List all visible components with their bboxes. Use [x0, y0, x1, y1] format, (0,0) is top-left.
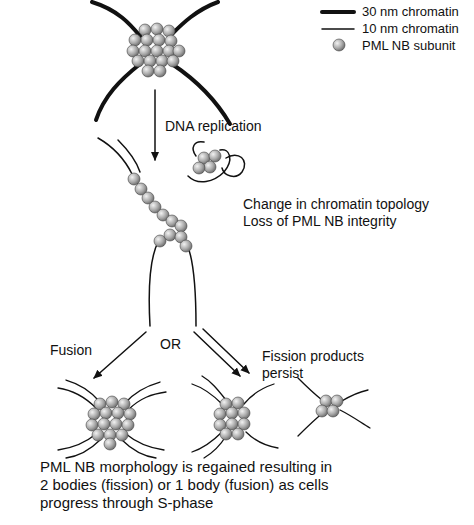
chromatin-10nm — [66, 380, 100, 402]
chromatin-10nm — [246, 432, 278, 448]
pml-subunit — [193, 162, 205, 174]
pml-subunit — [116, 429, 128, 441]
pml-subunit — [142, 65, 154, 77]
pml-subunit — [180, 240, 192, 252]
pml-subunit — [175, 220, 187, 232]
pml-subunit — [132, 55, 144, 67]
process-arrow — [154, 90, 156, 160]
chromatin-10nm — [98, 138, 132, 174]
note-text: Change in chromatin topology — [243, 196, 473, 213]
pml-subunit — [327, 405, 339, 417]
chromatin-10nm — [340, 390, 368, 402]
pml-subunit — [110, 418, 122, 430]
pml-subunit — [100, 407, 112, 419]
chromatin-10nm — [66, 440, 100, 458]
legend-thick-line — [322, 10, 354, 14]
chromatin-30nm — [96, 64, 140, 120]
note-text: Loss of PML NB integrity — [243, 213, 473, 230]
chromatin-30nm — [92, 2, 140, 36]
connector-word: OR — [160, 336, 200, 353]
chromatin-10nm — [192, 432, 222, 452]
pml-subunit — [88, 408, 100, 420]
pml-subunit — [167, 55, 179, 67]
chromatin-10nm — [186, 242, 196, 326]
legend-text: 30 nm chromatin — [362, 4, 472, 20]
chromatin-10nm — [222, 155, 245, 176]
pml-subunit — [238, 407, 250, 419]
chromatin-10nm — [192, 384, 222, 404]
pml-subunit — [209, 150, 221, 162]
pml-subunit — [151, 23, 163, 35]
pml-subunit — [129, 34, 141, 46]
chromatin-10nm — [58, 388, 96, 408]
chromatin-10nm — [244, 384, 274, 404]
chromatin-10nm — [298, 378, 322, 400]
pml-subunit — [154, 65, 166, 77]
pml-subunit — [153, 34, 165, 46]
pml-subunit — [106, 396, 118, 408]
chromatin-10nm — [122, 440, 156, 458]
pml-subunit — [316, 405, 328, 417]
legend-text: PML NB subunit — [362, 38, 472, 54]
chromatin-10nm — [124, 382, 160, 404]
pml-subunit — [164, 229, 176, 241]
legend-text: 10 nm chromatin — [362, 21, 472, 37]
chromatin-10nm — [202, 376, 226, 400]
pml-subunit — [104, 438, 116, 450]
process-arrow — [203, 329, 249, 373]
process-arrow — [94, 332, 146, 378]
pml-subunit — [98, 418, 110, 430]
pml-subunit — [92, 429, 104, 441]
pml-subunit — [226, 407, 238, 419]
chromatin-10nm — [118, 140, 140, 172]
pml-subunit — [214, 408, 226, 420]
pml-subunit — [232, 428, 244, 440]
outcome-label: Fission products persist — [262, 348, 387, 382]
pml-subunit — [128, 173, 140, 185]
pml-subunit — [112, 407, 124, 419]
chromatin-10nm — [149, 242, 158, 326]
pml-subunit — [141, 34, 153, 46]
legend-subunit — [333, 39, 345, 51]
chromatin-10nm — [128, 392, 166, 410]
process-arrow — [194, 332, 240, 376]
summary-text: PML NB morphology is regained resulting … — [40, 458, 336, 512]
legend-thin-line — [322, 28, 354, 30]
pml-subunit — [220, 428, 232, 440]
chromatin-30nm — [172, 64, 230, 124]
pml-subunit — [204, 161, 216, 173]
step-label: DNA replication — [165, 118, 305, 135]
pml-subunit — [124, 408, 136, 420]
chromatin-10nm — [340, 410, 370, 428]
chromatin-30nm — [172, 2, 218, 34]
outcome-label: Fusion — [50, 342, 130, 359]
